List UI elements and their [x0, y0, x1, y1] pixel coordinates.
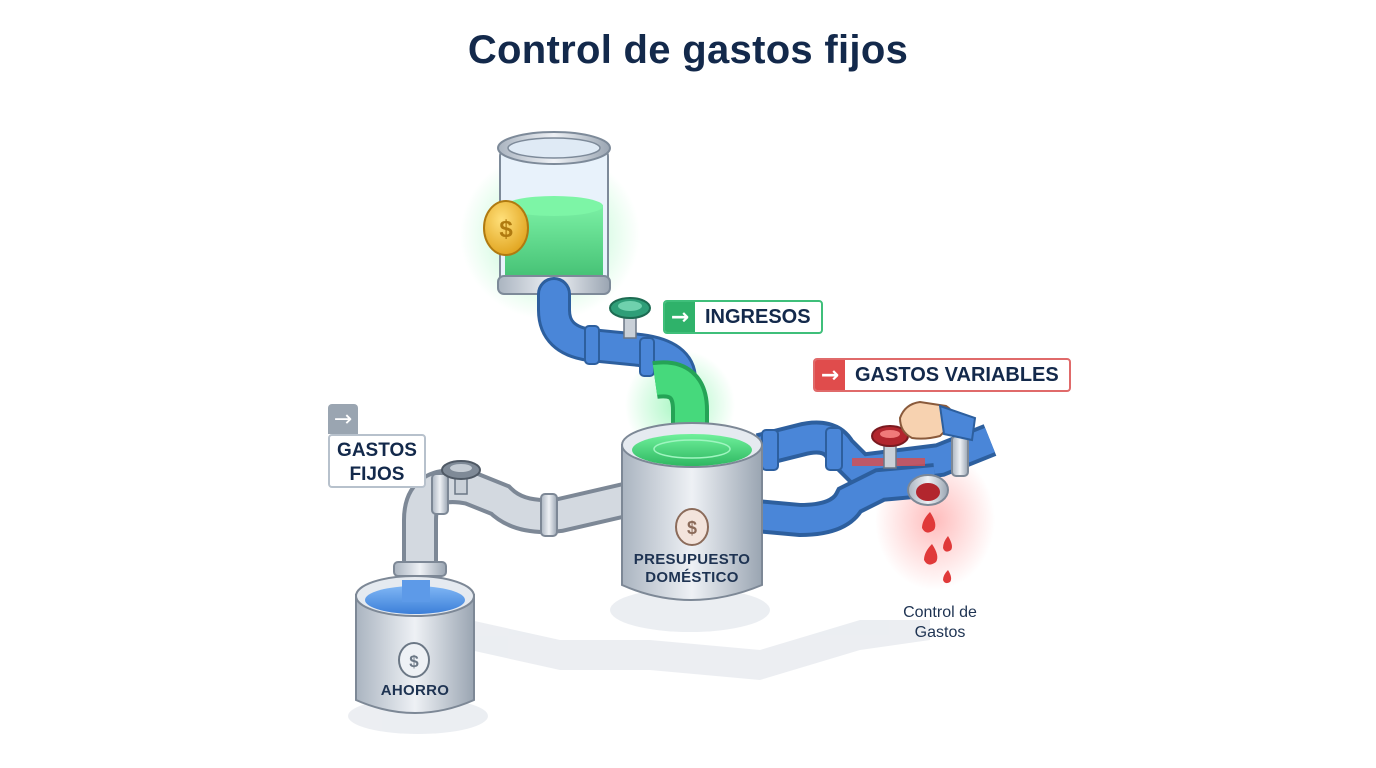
expense-control-line1: Control de [903, 604, 977, 621]
coin-icon: $ [675, 508, 709, 546]
pipe-flange [540, 493, 558, 537]
page-title: Control de gastos fijos [467, 28, 909, 72]
budget-label-line2: DOMÉSTICO [645, 569, 739, 586]
pipe-flange [951, 435, 969, 477]
expense-control-line2: Gastos [914, 624, 966, 641]
pipe-flange [584, 325, 600, 365]
svg-text:$: $ [499, 216, 513, 243]
income-label: INGRESOS [705, 305, 811, 328]
income-valve-icon [609, 297, 651, 339]
expense-control-label: Control de Gastos [880, 603, 1000, 643]
arrow-right-icon: → [328, 404, 358, 434]
income-tank [497, 131, 611, 295]
variable-expenses-label: GASTOS VARIABLES [855, 363, 1059, 386]
budget-label: PRESUPUESTO DOMÉSTICO [622, 551, 762, 587]
savings-label: AHORRO [380, 682, 450, 699]
fixed-valve-icon [441, 460, 481, 495]
fixed-expenses-label-line1: GASTOS [337, 440, 417, 461]
green-inflow-pipe [652, 360, 709, 440]
leak-outlet [907, 474, 949, 506]
budget-label-line1: PRESUPUESTO [633, 551, 751, 568]
pipe-flange [761, 429, 779, 471]
variable-valve-icon [871, 425, 909, 469]
arrow-right-icon: → [815, 360, 845, 390]
svg-text:$: $ [409, 652, 419, 671]
pipe-flange [825, 427, 843, 471]
pipe-flange [393, 561, 447, 577]
arrow-right-icon: → [665, 302, 695, 332]
fixed-expenses-label-line2: FIJOS [349, 464, 405, 485]
fixed-expense-pipe [402, 468, 643, 598]
coin-icon: $ [398, 642, 430, 678]
hand-icon [898, 400, 977, 442]
svg-text:$: $ [687, 518, 697, 538]
variable-expenses-tag: → GASTOS VARIABLES [813, 358, 1071, 392]
water-drop-icon [922, 512, 952, 584]
fixed-expenses-tag: GASTOS FIJOS [328, 434, 426, 488]
income-tag: → INGRESOS [663, 300, 823, 334]
pipe-flange [639, 337, 655, 377]
coin-icon: $ [483, 200, 529, 256]
pipe-flange [431, 473, 449, 515]
